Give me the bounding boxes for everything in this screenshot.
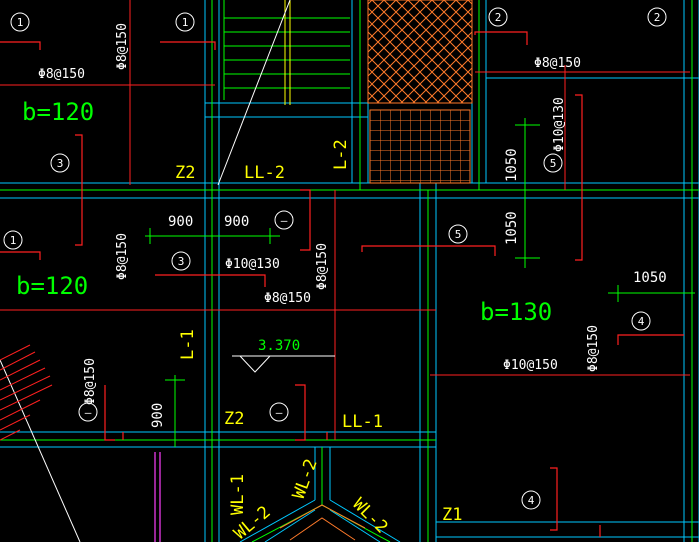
rebar-spec: Φ8@150 bbox=[38, 67, 85, 82]
marker-dash: — bbox=[281, 214, 288, 227]
rebar-spec-vertical: Φ8@150 bbox=[315, 243, 330, 290]
slab-thickness: b=130 bbox=[480, 298, 552, 326]
marker-dash: — bbox=[276, 406, 283, 419]
rebar-spec: Φ8@150 bbox=[264, 291, 311, 306]
hatch-cross-area bbox=[367, 0, 473, 104]
beam-label-vertical: WL-1 bbox=[228, 474, 248, 515]
dimension-900: 900 bbox=[224, 214, 249, 230]
column-label: Z2 bbox=[175, 163, 195, 183]
rebar-spec-vertical: Φ8@150 bbox=[115, 23, 130, 70]
slab-thickness: b=120 bbox=[16, 272, 88, 300]
marker-5: 5 bbox=[455, 228, 462, 241]
marker-labels: 1 1 2 2 3 5 1 3 — 5 4 — — 4 bbox=[10, 11, 661, 507]
stair-rails bbox=[284, 0, 291, 105]
dimension-1050: 1050 bbox=[633, 270, 667, 286]
beam-label-vertical: L-2 bbox=[331, 139, 351, 170]
section-markers bbox=[3, 7, 667, 510]
marker-4: 4 bbox=[638, 315, 645, 328]
dimension-900: 900 bbox=[150, 403, 166, 428]
marker-3: 3 bbox=[57, 157, 64, 170]
marker-1: 1 bbox=[10, 234, 17, 247]
column-label: Z2 bbox=[224, 409, 244, 429]
dimension-labels: 900 900 900 1050 1050 1050 bbox=[150, 148, 667, 428]
dimension-900: 900 bbox=[168, 214, 193, 230]
marker-4: 4 bbox=[528, 494, 535, 507]
rebar-spec: Φ10@130 bbox=[225, 257, 280, 272]
marker-1: 1 bbox=[182, 16, 189, 29]
lower-hatch bbox=[279, 504, 366, 541]
dimension-lines bbox=[145, 118, 695, 447]
marker-2: 2 bbox=[654, 11, 661, 24]
beam-label-diagonal: WL-2 bbox=[289, 456, 322, 501]
rebar-spec-vertical: Φ8@150 bbox=[115, 233, 130, 280]
pipes bbox=[154, 452, 161, 542]
member-labels: Z2 LL-2 L-2 L-1 Z2 LL-1 Z1 WL-1 WL-2 WL-… bbox=[175, 139, 462, 542]
hatch-grid-area bbox=[369, 109, 471, 184]
slab-thickness-labels: b=120 b=120 b=130 bbox=[16, 98, 552, 326]
beam-lines bbox=[0, 0, 690, 440]
hatch-lower-left bbox=[0, 344, 53, 441]
rebar-labels: Φ8@150 Φ8@150 Φ8@150 Φ10@130 Φ10@150 Φ8@… bbox=[38, 23, 601, 405]
rebar-spec: Φ8@150 bbox=[534, 56, 581, 71]
marker-2: 2 bbox=[495, 11, 502, 24]
column-label: Z1 bbox=[442, 505, 462, 525]
elevation-symbol bbox=[232, 355, 335, 373]
break-line bbox=[217, 0, 291, 186]
break-line-lower bbox=[0, 359, 81, 542]
slab-thickness: b=120 bbox=[22, 98, 94, 126]
beam-label-vertical: L-1 bbox=[178, 329, 198, 360]
rebar-spec-vertical: Φ8@150 bbox=[83, 358, 98, 405]
rebar-spec-vertical: Φ10@130 bbox=[552, 97, 567, 152]
marker-5: 5 bbox=[550, 157, 557, 170]
elevation-value: 3.370 bbox=[258, 338, 300, 354]
dimension-1050: 1050 bbox=[504, 148, 520, 182]
rebar-spec: Φ10@150 bbox=[503, 358, 558, 373]
beam-label: LL-1 bbox=[342, 412, 383, 432]
dimension-1050: 1050 bbox=[504, 211, 520, 245]
beam-label: LL-2 bbox=[244, 163, 285, 183]
lower-walls bbox=[239, 447, 401, 542]
rebar-spec-vertical: Φ8@150 bbox=[586, 325, 601, 372]
marker-1: 1 bbox=[17, 16, 24, 29]
rebar-brackets bbox=[0, 31, 684, 537]
marker-dash: — bbox=[85, 406, 92, 419]
marker-3: 3 bbox=[178, 255, 185, 268]
